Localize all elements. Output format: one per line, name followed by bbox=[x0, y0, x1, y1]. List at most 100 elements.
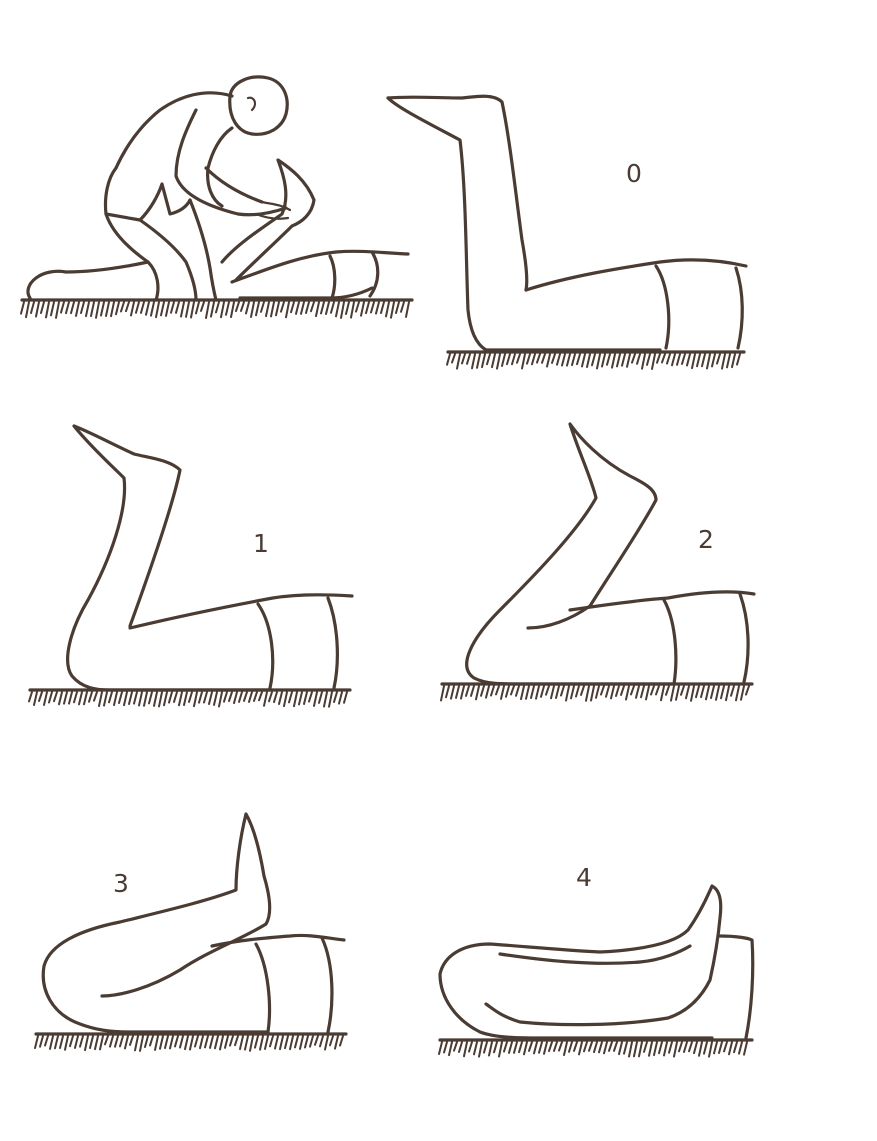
floor-hatch-stroke bbox=[706, 686, 709, 699]
floor-hatch-stroke bbox=[631, 686, 634, 694]
floor-hatch-stroke bbox=[569, 1042, 572, 1052]
floor-hatch-stroke bbox=[270, 1036, 273, 1046]
floor-hatch-stroke bbox=[471, 686, 474, 696]
floor-hatch-stroke bbox=[175, 1036, 178, 1046]
floor-hatch-stroke bbox=[676, 686, 679, 700]
floor-hatch-stroke bbox=[627, 354, 630, 367]
examiner-kneeling-leg bbox=[106, 214, 196, 300]
floor-hatch-stroke bbox=[542, 354, 545, 363]
floor-hatch-stroke bbox=[31, 302, 34, 313]
floor-hatch-stroke bbox=[71, 302, 74, 313]
floor-hatch-stroke bbox=[696, 686, 699, 697]
floor-hatch-stroke bbox=[119, 692, 122, 703]
floor-hatch-stroke bbox=[309, 692, 312, 702]
floor-hatch-stroke bbox=[691, 686, 694, 701]
floor-hatch-stroke bbox=[225, 1036, 228, 1048]
floor-hatch-stroke bbox=[449, 1042, 452, 1055]
floor-hatch-stroke bbox=[81, 302, 84, 313]
floor-hatch-stroke bbox=[571, 686, 574, 698]
floor-hatch-stroke bbox=[644, 1042, 647, 1052]
floor-hatch-stroke bbox=[734, 1042, 737, 1052]
floor-hatch-stroke bbox=[517, 354, 520, 363]
floor-hatch-stroke bbox=[224, 692, 227, 702]
floor-hatch-stroke bbox=[286, 302, 289, 317]
floor-hatch-stroke bbox=[744, 1042, 747, 1055]
floor-hatch-stroke bbox=[547, 354, 550, 366]
floor-hatch-stroke bbox=[582, 354, 585, 366]
floor-hatch-stroke bbox=[215, 1036, 218, 1048]
grade-0-thigh-top bbox=[526, 260, 746, 290]
floor-hatch-stroke bbox=[619, 1042, 622, 1054]
floor-hatch-stroke bbox=[504, 1042, 507, 1052]
floor-hatch-stroke bbox=[701, 686, 704, 697]
floor-hatch-stroke bbox=[109, 692, 112, 702]
floor-hatch-stroke bbox=[722, 354, 725, 369]
floor-hatch-stroke bbox=[170, 1036, 173, 1048]
floor-hatch-stroke bbox=[662, 354, 665, 362]
floor-hatch-stroke bbox=[341, 302, 344, 318]
grade-3-label: 3 bbox=[113, 869, 129, 898]
floor-hatch-stroke bbox=[146, 302, 149, 315]
floor-hatch-stroke bbox=[624, 1042, 627, 1054]
floor-hatch-stroke bbox=[642, 354, 645, 369]
floor-hatch-stroke bbox=[231, 302, 234, 317]
floor-hatching bbox=[447, 354, 740, 369]
floor-hatch-stroke bbox=[534, 1042, 537, 1053]
floor-hatch-stroke bbox=[451, 686, 454, 699]
floor-hatch-stroke bbox=[21, 302, 24, 314]
floor-hatch-stroke bbox=[174, 692, 177, 702]
floor-hatch-stroke bbox=[304, 692, 307, 704]
floor-hatch-stroke bbox=[454, 1042, 457, 1051]
floor-hatch-stroke bbox=[592, 354, 595, 365]
floor-hatch-stroke bbox=[226, 302, 229, 315]
grade-3-hip-line bbox=[256, 944, 270, 1032]
floor-hatch-stroke bbox=[614, 1042, 617, 1051]
floor-hatch-stroke bbox=[617, 354, 620, 366]
floor-hatch-stroke bbox=[66, 302, 69, 313]
examiner-head bbox=[230, 77, 287, 134]
floor-hatch-stroke bbox=[736, 686, 739, 700]
floor-hatch-stroke bbox=[612, 354, 615, 368]
floor-hatch-stroke bbox=[737, 354, 740, 365]
floor-hatch-stroke bbox=[636, 686, 639, 698]
floor-hatch-stroke bbox=[90, 1036, 93, 1048]
floor-hatch-stroke bbox=[64, 692, 67, 704]
floor-hatch-stroke bbox=[491, 686, 494, 696]
grade-4-panel: 4 bbox=[439, 863, 753, 1057]
floor-hatch-stroke bbox=[654, 1042, 657, 1055]
floor-hatch-stroke bbox=[125, 1036, 128, 1048]
floor-hatch-stroke bbox=[339, 692, 342, 704]
floor-hatch-stroke bbox=[674, 1042, 677, 1057]
floor-hatch-stroke bbox=[666, 686, 669, 695]
floor-hatch-stroke bbox=[661, 686, 664, 700]
floor-hatch-stroke bbox=[76, 302, 79, 316]
floor-hatch-stroke bbox=[235, 1036, 238, 1045]
floor-hatch-stroke bbox=[476, 686, 479, 699]
floor-hatch-stroke bbox=[321, 302, 324, 313]
floor-hatch-stroke bbox=[89, 692, 92, 702]
floor-hatch-stroke bbox=[266, 302, 269, 316]
examiner-rear-leg bbox=[28, 262, 148, 298]
floor-hatch-stroke bbox=[265, 1036, 268, 1049]
floor-hatch-stroke bbox=[679, 1042, 682, 1051]
floor-hatch-stroke bbox=[637, 354, 640, 364]
floor-hatch-stroke bbox=[552, 354, 555, 363]
floor-hatch-stroke bbox=[126, 302, 129, 311]
floor-hatch-stroke bbox=[60, 1036, 63, 1048]
floor-hatch-stroke bbox=[729, 1042, 732, 1054]
floor-hatch-stroke bbox=[564, 1042, 567, 1055]
floor-hatch-stroke bbox=[330, 1036, 333, 1045]
floor-hatch-stroke bbox=[191, 302, 194, 317]
floor-hatch-stroke bbox=[154, 692, 157, 706]
floor-hatch-stroke bbox=[584, 1042, 587, 1051]
floor-hatch-stroke bbox=[340, 1036, 343, 1046]
grade-0-hip-line bbox=[656, 266, 669, 348]
patient-thigh bbox=[232, 251, 408, 282]
floor-hatch-stroke bbox=[594, 1042, 597, 1052]
floor-hatch-stroke bbox=[681, 686, 684, 695]
floor-hatch-stroke bbox=[607, 354, 610, 365]
floor-hatch-stroke bbox=[34, 692, 37, 705]
floor-hatch-stroke bbox=[115, 1036, 118, 1047]
floor-hatch-stroke bbox=[41, 302, 44, 313]
floor-hatch-stroke bbox=[311, 302, 314, 311]
